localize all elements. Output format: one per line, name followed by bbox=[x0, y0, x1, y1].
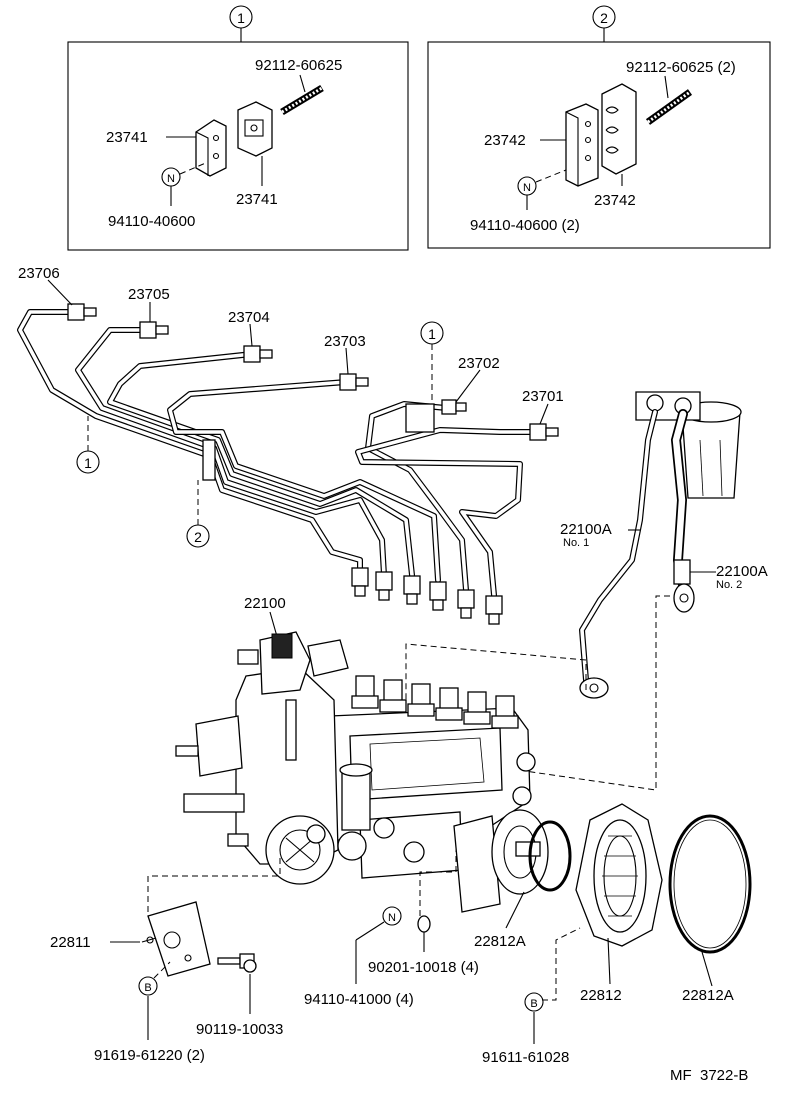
inset-2-key: 2 bbox=[600, 10, 608, 26]
o-ring-large bbox=[668, 814, 752, 954]
pipe-key-1-left: 1 bbox=[84, 455, 92, 471]
inset-1-clamp-left-label: 23741 bbox=[106, 129, 148, 146]
pipe-clamp-icon bbox=[405, 403, 435, 433]
o-ring-large-label: 22812A bbox=[682, 987, 734, 1004]
hose-no2-note: No. 2 bbox=[716, 579, 742, 591]
n-marker-text: N bbox=[523, 182, 531, 194]
bolt-b2-label: 91611-61028 bbox=[482, 1049, 569, 1066]
bracket-plate bbox=[141, 901, 211, 977]
inset-1-nut-label: 94110-40600 bbox=[108, 213, 195, 230]
n-marker-text: N bbox=[388, 912, 396, 924]
clamp-half-icon bbox=[565, 103, 599, 187]
stud-icon bbox=[645, 89, 693, 125]
bracket-label: 22811 bbox=[50, 934, 91, 951]
hose-no1-part-label: 22100A bbox=[560, 521, 612, 538]
hose-eye-icon bbox=[579, 677, 609, 699]
hose-no1-note: No. 1 bbox=[563, 537, 589, 549]
inset-2-clamp-right-label: 23742 bbox=[594, 192, 636, 209]
pipe-key-2: 2 bbox=[194, 529, 202, 545]
bolt-b-label: 91619-61220 (2) bbox=[94, 1047, 205, 1064]
pipe-label-23703: 23703 bbox=[324, 333, 366, 350]
pipe-label-23705: 23705 bbox=[128, 286, 170, 303]
inset-1: 1 92112-60625 23741 23741 N bbox=[67, 5, 409, 251]
washer-n-label: 94110-41000 (4) bbox=[304, 991, 414, 1008]
inset-2: 2 92112-60625 (2) 23742 23742 N 94110-40… bbox=[427, 5, 771, 249]
pipe-label-23706: 23706 bbox=[18, 265, 60, 282]
pipe-label-23702: 23702 bbox=[458, 355, 500, 372]
b-marker bbox=[524, 992, 544, 1012]
delivery-valve-icon bbox=[351, 675, 519, 729]
injection-pump: 22100 bbox=[175, 595, 549, 913]
banjo-bolt-icon bbox=[646, 394, 664, 412]
inset-1-clamp-right-label: 23741 bbox=[236, 191, 278, 208]
pipe-clamp-icon bbox=[202, 439, 216, 481]
reference-code: MF 3722-B bbox=[670, 1067, 748, 1084]
washer-label: 90201-10018 (4) bbox=[368, 959, 479, 976]
cover-label: 22812 bbox=[580, 987, 622, 1004]
inset-1-key: 1 bbox=[237, 10, 245, 26]
b-marker-text: B bbox=[144, 982, 151, 994]
bolt-icon bbox=[217, 953, 257, 973]
n-marker bbox=[382, 906, 402, 926]
washer-icon bbox=[417, 915, 431, 933]
clamp-half-icon bbox=[601, 83, 637, 175]
fuel-hose-no2 bbox=[670, 409, 695, 613]
hose-eye-icon bbox=[673, 583, 695, 613]
fuel-filter-assembly bbox=[635, 391, 742, 499]
b-marker-text: B bbox=[530, 998, 537, 1010]
o-ring-small-label: 22812A bbox=[474, 933, 526, 950]
pipe-label-23701: 23701 bbox=[522, 388, 564, 405]
stud-icon bbox=[280, 84, 324, 116]
pipe-fitting-icon bbox=[67, 303, 559, 441]
inset-1-stud-label: 92112-60625 bbox=[255, 57, 342, 74]
inset-2-clamp-left-label: 23742 bbox=[484, 132, 526, 149]
clamp-half-icon bbox=[237, 101, 273, 157]
bolt-label: 90119-10033 bbox=[196, 1021, 283, 1038]
injection-pipes: 23706 23705 23704 23703 23702 23701 1 1 … bbox=[17, 265, 564, 625]
inset-2-stud-label: 92112-60625 (2) bbox=[626, 59, 736, 76]
b-marker bbox=[138, 976, 158, 996]
n-marker-text: N bbox=[167, 173, 175, 185]
fuel-hose-no1 bbox=[579, 409, 658, 699]
pipe-label-23704: 23704 bbox=[228, 309, 270, 326]
inset-2-nut-label: 94110-40600 (2) bbox=[470, 217, 580, 234]
pipe-key-1-right: 1 bbox=[428, 326, 436, 342]
pump-label: 22100 bbox=[244, 595, 286, 612]
clamp-half-icon bbox=[195, 119, 227, 177]
pipe-fitting-icon bbox=[351, 567, 503, 625]
pump-cover bbox=[575, 803, 663, 947]
hose-no2-part-label: 22100A bbox=[716, 563, 768, 580]
o-ring-small bbox=[528, 820, 572, 892]
